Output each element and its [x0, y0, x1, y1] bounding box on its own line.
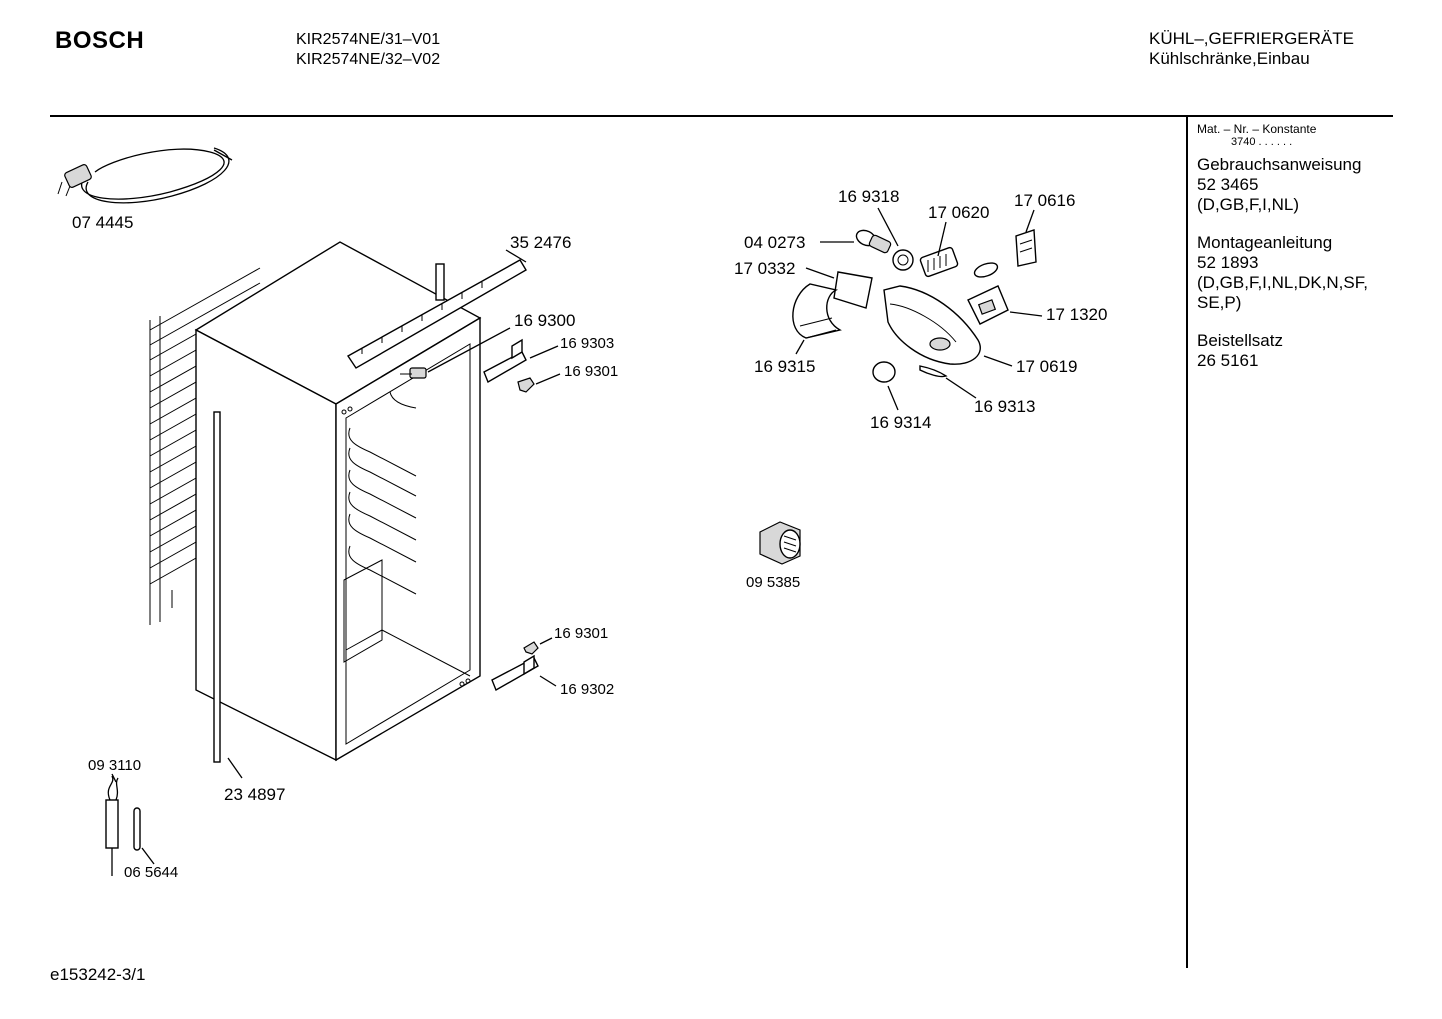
kit-title: Beistellsatz — [1197, 331, 1283, 350]
model-number: KIR2574NE/31–V01 — [296, 31, 441, 48]
top-strip — [346, 259, 527, 369]
brand-logo: BOSCH — [55, 27, 145, 54]
product-category: KÜHL–,GEFRIERGERÄTE Kühlschränke,Einbau — [1149, 29, 1354, 69]
lamp-socket — [919, 246, 999, 278]
part-number-lamp-housing: 17 0619 — [1016, 357, 1077, 376]
part-number-fan: 09 5385 — [746, 574, 800, 591]
sensor-tube — [133, 807, 141, 851]
manual-number: 52 3465 — [1197, 175, 1259, 194]
part-number-seal: 16 9313 — [974, 397, 1035, 416]
kit-number: 26 5161 — [1197, 351, 1259, 370]
part-number-lamp-cover: 16 9315 — [754, 357, 815, 376]
mat-number-label: Mat. – Nr. – Konstante — [1197, 122, 1317, 136]
part-number-door-seal-strip: 23 4897 — [224, 785, 285, 804]
part-number-hinge-top: 16 9303 — [560, 335, 614, 352]
lamp-cover — [792, 283, 842, 339]
category-subtitle: Kühlschränke,Einbau — [1149, 49, 1310, 68]
hinge-top — [483, 338, 527, 384]
mounting-block: Montageanleitung 52 1893 (D,GB,F,I,NL,DK… — [1197, 233, 1368, 313]
part-number-sensor-tube: 06 5644 — [124, 864, 178, 881]
part-number-diffuser-plate: 17 0332 — [734, 259, 795, 278]
part-number-hinge-cap-top: 16 9301 — [564, 363, 618, 380]
part-number-knob: 16 9314 — [870, 413, 931, 432]
exploded-parts-diagram: 07 4445 35 2476 16 9300 — [57, 147, 1107, 881]
seal — [919, 365, 948, 378]
sidebar-divider — [1186, 117, 1188, 968]
mounting-title: Montageanleitung — [1197, 233, 1333, 252]
mounting-languages: SE,P) — [1197, 293, 1242, 312]
manual-block: Gebrauchsanweisung 52 3465 (D,GB,F,I,NL) — [1197, 155, 1368, 215]
model-numbers: KIR2574NE/31–V01 KIR2574NE/32–V02 — [296, 30, 440, 70]
part-number-top-strip: 35 2476 — [510, 233, 571, 252]
manual-languages: (D,GB,F,I,NL) — [1197, 195, 1300, 214]
part-number-thermostat: 17 1320 — [1046, 305, 1107, 324]
document-sidebar: Mat. – Nr. – Konstante 3740 . . . . . . … — [1197, 122, 1368, 371]
power-cord — [57, 147, 233, 204]
kit-block: Beistellsatz 26 5161 — [1197, 331, 1368, 371]
hinge-pin-top — [400, 367, 427, 379]
mounting-languages: (D,GB,F,I,NL,DK,N,SF, — [1197, 273, 1368, 292]
fan — [759, 521, 801, 565]
thermostat — [967, 285, 1009, 325]
header-divider — [50, 115, 1393, 117]
lamp-housing — [883, 285, 981, 365]
part-number-bulb: 04 0273 — [744, 233, 805, 252]
bulb — [855, 229, 892, 254]
hinge-cap-bottom — [523, 641, 539, 655]
part-number-hinge-cap-bottom: 16 9301 — [554, 625, 608, 642]
mounting-number: 52 1893 — [1197, 253, 1259, 272]
sensor — [105, 775, 119, 876]
mat-number-value: 3740 . . . . . . — [1231, 136, 1293, 148]
ring — [892, 249, 914, 271]
part-number-hinge-bottom: 16 9302 — [560, 681, 614, 698]
part-number-ring: 16 9318 — [838, 187, 899, 206]
manual-title: Gebrauchsanweisung — [1197, 155, 1362, 174]
hinge-cap-top — [517, 377, 535, 393]
part-number-lamp-socket: 17 0620 — [928, 203, 989, 222]
diffuser-plate — [833, 271, 873, 309]
refrigerator-cabinet — [194, 241, 482, 763]
part-number-clip: 17 0616 — [1014, 191, 1075, 210]
clip — [1015, 229, 1037, 267]
drawing-code: e153242-3/1 — [50, 965, 146, 984]
part-number-sensor: 09 3110 — [88, 757, 141, 774]
hinge-bottom — [491, 654, 539, 692]
part-number-power-cord: 07 4445 — [72, 213, 133, 232]
knob — [872, 361, 896, 383]
part-number-hinge-pin-top: 16 9300 — [514, 311, 575, 330]
model-number: KIR2574NE/32–V02 — [296, 51, 441, 68]
shelf-ribs — [348, 391, 417, 595]
category-title: KÜHL–,GEFRIERGERÄTE — [1149, 29, 1354, 48]
